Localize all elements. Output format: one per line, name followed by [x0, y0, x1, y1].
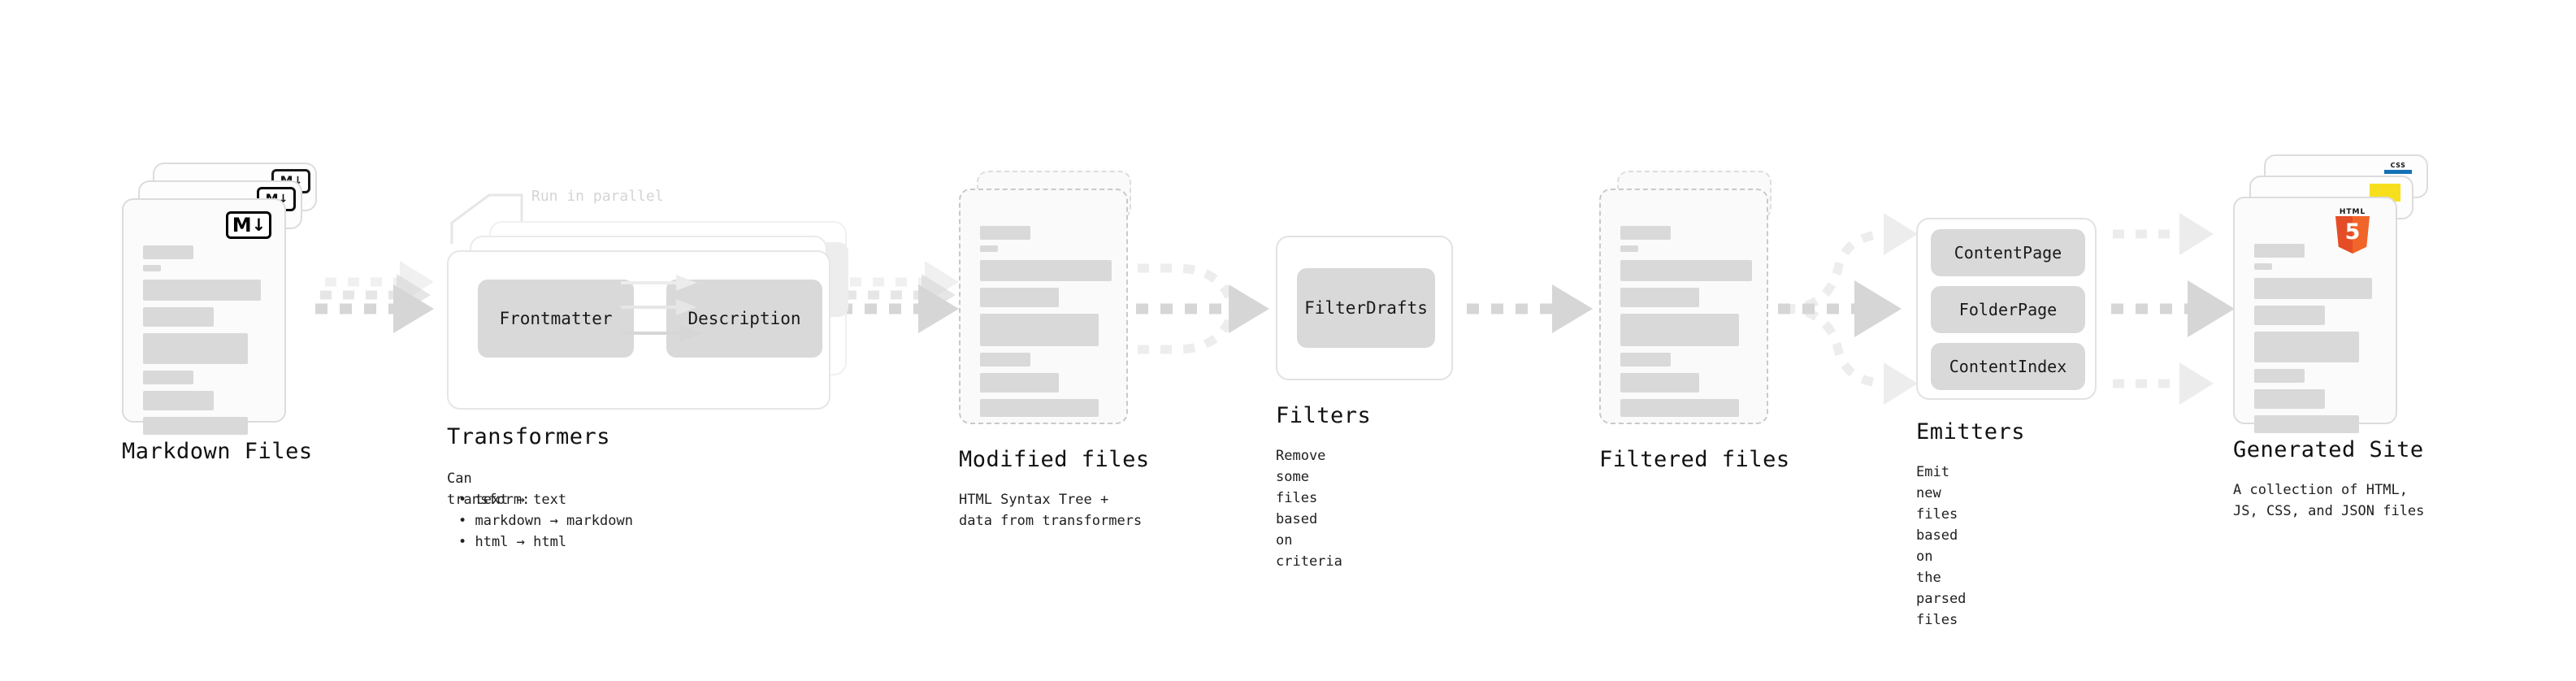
css-icon-label: CSS — [2390, 162, 2406, 169]
content-bar — [2254, 263, 2272, 270]
transformers-subtitle: Can transform: — [447, 471, 531, 508]
content-bar — [2254, 369, 2305, 383]
emitters-subtitle: Emit new files based on the parsed files — [1916, 464, 1967, 628]
content-bar — [1620, 260, 1752, 281]
chip-filterdrafts-label: FilterDrafts — [1304, 298, 1428, 318]
content-bar — [2254, 306, 2325, 325]
bullet-item: • text → text — [458, 492, 567, 508]
content-bar — [980, 226, 1030, 240]
emitters-box: ContentPage FolderPage ContentIndex — [1916, 218, 2097, 400]
content-bar — [143, 265, 161, 271]
bullet-item: • html → html — [458, 534, 567, 550]
content-bar — [2254, 244, 2305, 258]
chip-folderpage[interactable]: FolderPage — [1931, 286, 2085, 333]
parallel-bracket-icon — [450, 193, 523, 244]
stage-markdown-files: M↓ M↓ M↓ — [122, 163, 317, 464]
connector-modified-to-filters — [1136, 263, 1269, 354]
chip-description-label: Description — [687, 309, 801, 328]
stage-title-markdown-files: Markdown Files — [122, 439, 313, 464]
modified-files-subtitle: HTML Syntax Tree + data from transformer… — [959, 492, 1143, 529]
content-bar — [143, 280, 261, 301]
css-icon-bar — [2384, 170, 2412, 174]
stage-title-generated-site: Generated Site — [2233, 437, 2424, 462]
markdown-file-content — [143, 236, 265, 435]
content-bar — [980, 314, 1099, 346]
transformer-card-front: Frontmatter Description — [447, 250, 830, 410]
stage-title-filtered-files: Filtered files — [1599, 447, 1790, 472]
content-bar — [143, 391, 214, 410]
content-bar — [143, 417, 248, 435]
stage-title-emitters: Emitters — [1916, 419, 2026, 445]
modified-file-front — [959, 189, 1128, 424]
markdown-file-front: M↓ — [122, 198, 286, 435]
connector-markdown-to-transformers — [315, 261, 434, 333]
content-bar — [1620, 245, 1638, 252]
content-bar — [2254, 278, 2372, 299]
chip-description[interactable]: Description — [666, 280, 822, 358]
modified-file-content — [980, 218, 1112, 417]
content-bar — [143, 333, 248, 364]
generated-site-content — [2254, 239, 2376, 433]
stage-title-filters: Filters — [1276, 403, 1372, 428]
content-bar — [143, 245, 193, 259]
content-bar — [2254, 415, 2359, 433]
chip-contentindex-label: ContentIndex — [1949, 357, 2067, 376]
content-bar — [2254, 389, 2325, 409]
stage-modified-files: Modified files HTML Syntax Tree + data f… — [959, 171, 1149, 529]
bullet-item: • markdown → markdown — [458, 513, 633, 529]
content-bar — [980, 373, 1059, 393]
chip-contentindex[interactable]: ContentIndex — [1931, 343, 2085, 390]
html5-icon-shield: 5 — [2335, 216, 2370, 254]
content-bar — [1620, 373, 1699, 393]
transformers-bullets: • text → text • markdown → markdown • ht… — [458, 489, 633, 553]
content-bar — [1620, 226, 1671, 240]
chip-frontmatter-label: Frontmatter — [499, 309, 613, 328]
content-bar — [980, 353, 1030, 367]
site-file-html: HTML 5 — [2233, 197, 2397, 433]
chip-filterdrafts[interactable]: FilterDrafts — [1297, 268, 1435, 348]
content-bar — [980, 245, 998, 252]
content-bar — [1620, 314, 1739, 346]
generated-site-subtitle: A collection of HTML, JS, CSS, and JSON … — [2233, 482, 2425, 519]
stage-title-modified-files: Modified files — [959, 447, 1150, 472]
filters-box: FilterDrafts — [1276, 236, 1453, 380]
content-bar — [980, 399, 1099, 417]
connector-transformers-to-modified — [840, 261, 959, 333]
content-bar — [1620, 399, 1739, 417]
chip-contentpage[interactable]: ContentPage — [1931, 229, 2085, 276]
markdown-icon: M↓ — [226, 211, 271, 239]
content-bar — [1620, 288, 1699, 307]
generated-site-stack: CSS HTML 5 — [2233, 154, 2428, 433]
markdown-file-stack: M↓ M↓ M↓ — [122, 163, 317, 435]
html5-icon-cap: HTML — [2339, 208, 2366, 216]
content-bar — [143, 371, 193, 384]
content-bar — [143, 307, 214, 327]
connector-emitters-to-site — [2111, 213, 2235, 405]
content-bar — [1620, 353, 1671, 367]
html5-icon: HTML 5 — [2335, 208, 2370, 254]
stage-title-transformers: Transformers — [447, 424, 611, 449]
filtered-file-stack — [1599, 171, 1786, 431]
filters-subtitle: Remove some files based on criteria — [1276, 448, 1342, 570]
css-icon: CSS — [2384, 163, 2412, 174]
chip-folderpage-label: FolderPage — [1958, 300, 2058, 319]
chip-contentpage-label: ContentPage — [1954, 243, 2062, 262]
parallel-note: Run in parallel — [531, 188, 664, 205]
internal-arrows-icon — [621, 275, 702, 342]
stage-filtered-files: Filtered files — [1599, 171, 1789, 472]
connector-filters-to-filtered — [1467, 284, 1593, 333]
filtered-file-content — [1620, 218, 1752, 417]
modified-file-stack — [959, 171, 1146, 431]
content-bar — [980, 288, 1059, 307]
filtered-file-front — [1599, 189, 1768, 424]
chip-frontmatter[interactable]: Frontmatter — [478, 280, 634, 358]
stage-generated-site: CSS HTML 5 — [2233, 154, 2428, 519]
html5-icon-number: 5 — [2344, 219, 2361, 245]
content-bar — [2254, 332, 2359, 362]
content-bar — [980, 260, 1112, 281]
